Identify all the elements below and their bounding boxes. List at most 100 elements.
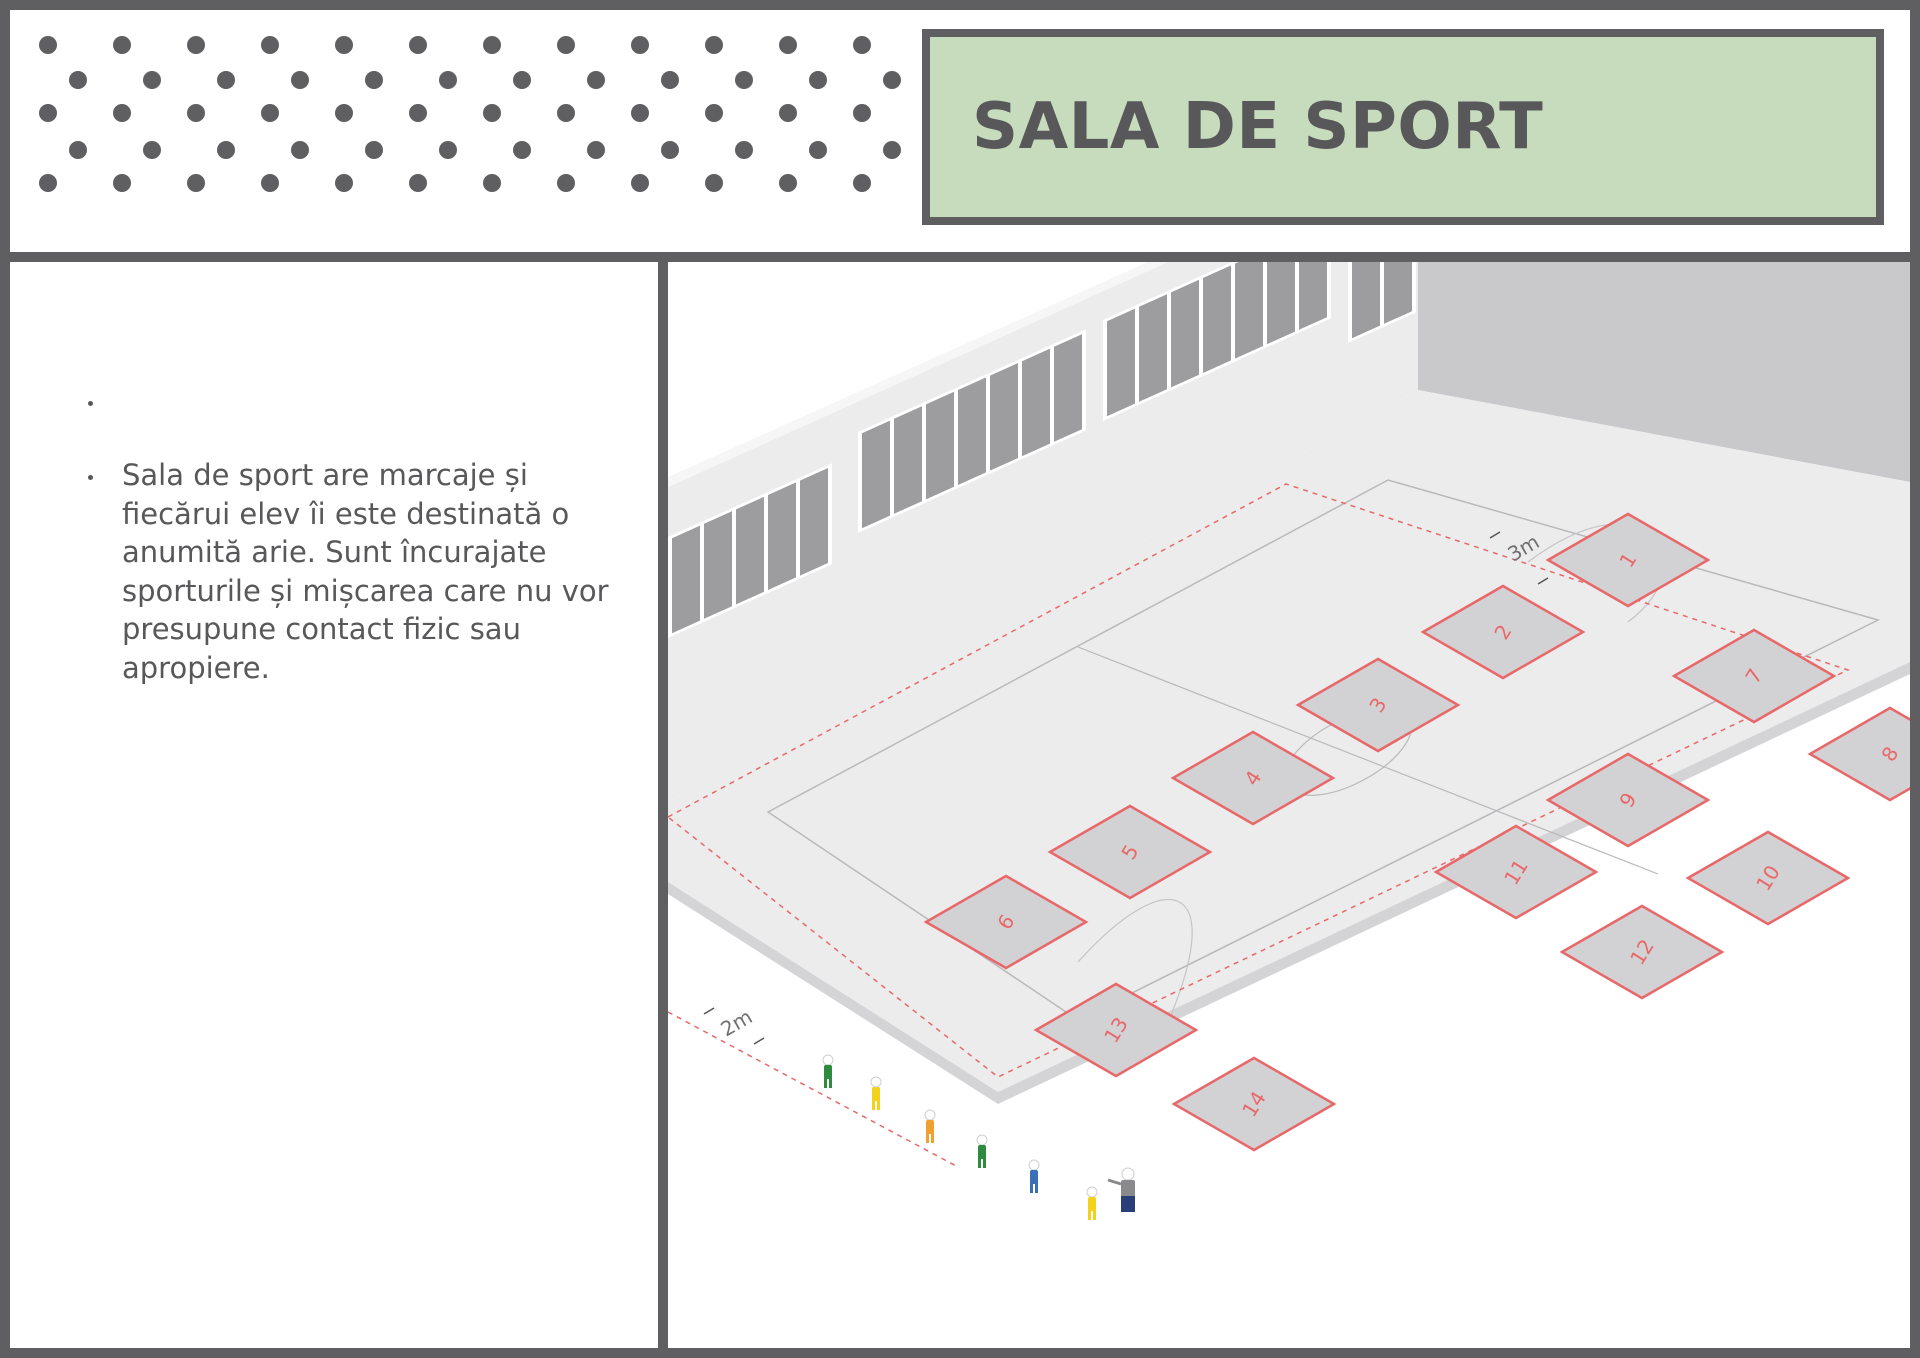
students xyxy=(822,1054,1135,1220)
pattern-dot xyxy=(39,104,57,122)
pattern-dot xyxy=(69,71,87,89)
window-pane xyxy=(1171,279,1199,388)
window-pane xyxy=(862,420,890,529)
pattern-dot xyxy=(291,141,309,159)
pattern-dot xyxy=(557,36,575,54)
window-pane xyxy=(1384,262,1412,324)
pattern-dot xyxy=(261,174,279,192)
pattern-dot xyxy=(557,174,575,192)
text-panel: Sala de sport are marcaje și fiecărui el… xyxy=(10,262,668,1348)
teacher-body xyxy=(1121,1180,1135,1198)
teacher-legs xyxy=(1121,1196,1135,1212)
pattern-dot xyxy=(187,174,205,192)
pattern-dot xyxy=(631,36,649,54)
window-pane xyxy=(1299,262,1327,330)
pattern-dot xyxy=(335,104,353,122)
pattern-dot xyxy=(587,71,605,89)
student-head xyxy=(924,1109,936,1121)
bullet-item: Sala de sport are marcaje și fiecărui el… xyxy=(82,456,642,687)
court-arc xyxy=(1077,898,1193,1023)
student-leg xyxy=(931,1133,934,1143)
student-leg xyxy=(978,1158,981,1168)
wall-cap xyxy=(668,262,1168,487)
side-wall xyxy=(1418,262,1910,482)
area-square xyxy=(1170,730,1336,826)
pattern-dot xyxy=(39,36,57,54)
bullet-item xyxy=(82,382,642,420)
student-leg xyxy=(1093,1210,1096,1220)
pattern-dot xyxy=(39,174,57,192)
pattern-dot xyxy=(483,36,501,54)
area-square xyxy=(1559,904,1725,1000)
pattern-dot xyxy=(809,141,827,159)
window-pane xyxy=(894,406,922,514)
pattern-dot xyxy=(439,71,457,89)
student-body xyxy=(1088,1197,1096,1211)
window-pane xyxy=(800,468,828,576)
pattern-dot xyxy=(439,141,457,159)
pattern-dot xyxy=(143,71,161,89)
pattern-dot xyxy=(631,174,649,192)
window-pane xyxy=(1022,348,1050,457)
student-leg xyxy=(1035,1183,1038,1193)
pattern-dot xyxy=(705,104,723,122)
safety-perimeter xyxy=(668,483,1851,1078)
queue-line xyxy=(668,1011,959,1168)
area-square xyxy=(1420,584,1586,680)
pattern-dot xyxy=(409,104,427,122)
area-square xyxy=(1671,628,1837,724)
student-head xyxy=(870,1076,882,1088)
pattern-dot xyxy=(735,71,753,89)
pattern-dot xyxy=(661,71,679,89)
student-head xyxy=(1028,1159,1040,1171)
pattern-dot xyxy=(853,36,871,54)
pattern-dot xyxy=(705,174,723,192)
pattern-dot xyxy=(779,104,797,122)
title-box: SALA DE SPORT xyxy=(922,29,1884,225)
bullet-list: Sala de sport are marcaje și fiecărui el… xyxy=(82,382,642,723)
court-midline xyxy=(1077,646,1659,875)
window-pane xyxy=(1107,308,1135,417)
window-pane xyxy=(1054,334,1082,442)
pattern-dot xyxy=(779,174,797,192)
pattern-dot xyxy=(409,174,427,192)
pattern-dot xyxy=(143,141,161,159)
pattern-dot xyxy=(557,104,575,122)
window-pane xyxy=(768,482,796,590)
pattern-dot xyxy=(705,36,723,54)
window-pane xyxy=(672,525,700,634)
pattern-dot xyxy=(113,174,131,192)
student-leg xyxy=(872,1100,875,1110)
window-pane xyxy=(926,391,954,500)
dot-pattern xyxy=(39,36,901,192)
window-pane xyxy=(1352,262,1380,339)
student-leg xyxy=(824,1078,827,1088)
window-pane xyxy=(1235,262,1263,359)
pattern-dot xyxy=(513,141,531,159)
pattern-dot xyxy=(335,174,353,192)
pattern-dot xyxy=(187,104,205,122)
pattern-dot xyxy=(365,71,383,89)
pattern-dot xyxy=(261,36,279,54)
teacher-arm xyxy=(1107,1178,1122,1186)
pattern-dot xyxy=(409,36,427,54)
window-pane xyxy=(704,511,732,619)
student-body xyxy=(926,1120,934,1134)
pattern-dot xyxy=(587,141,605,159)
pattern-dot xyxy=(217,141,235,159)
header: SALA DE SPORT xyxy=(10,10,1910,262)
student-body xyxy=(978,1145,986,1159)
student-leg xyxy=(926,1133,929,1143)
area-square xyxy=(1545,512,1711,608)
pattern-dot xyxy=(69,141,87,159)
pattern-dot xyxy=(365,141,383,159)
student-leg xyxy=(1030,1183,1033,1193)
pattern-dot xyxy=(217,71,235,89)
area-square xyxy=(1433,824,1599,920)
pattern-dot xyxy=(779,36,797,54)
student-head xyxy=(822,1054,834,1066)
area-square xyxy=(923,874,1089,970)
page-title: SALA DE SPORT xyxy=(972,90,1544,164)
window-pane xyxy=(990,363,1018,471)
